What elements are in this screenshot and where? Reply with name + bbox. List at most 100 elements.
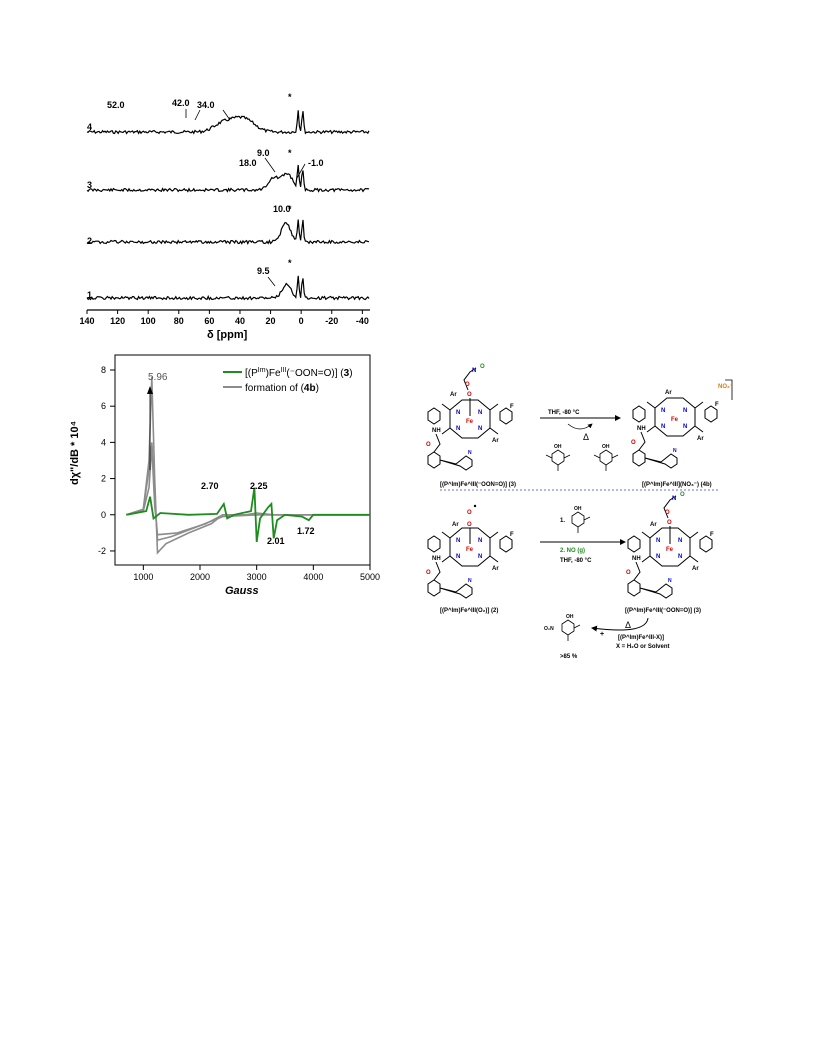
svg-text:OH: OH	[554, 444, 562, 450]
structure-compound-3: Fe N N N N O O N O Ar Ar F NH O N	[426, 364, 514, 471]
svg-text:Ar: Ar	[697, 436, 704, 442]
svg-text:F: F	[510, 404, 514, 410]
nitrophenol-product: OH O₂N	[544, 614, 581, 641]
star: *	[288, 92, 292, 102]
epr-y-tick-label: 2	[101, 474, 106, 484]
svg-text:O: O	[665, 510, 670, 516]
svg-text:N: N	[656, 538, 660, 544]
svg-text:*: *	[288, 258, 292, 268]
phenol-right: OH	[593, 444, 619, 471]
nmr-tick-label: 0	[299, 316, 304, 326]
label-compound-3-product: [(P^Im)Fe^III(⁻OON=O)] (3)	[625, 608, 701, 614]
nmr-trace-3: 3 9.0 18.0 -1.0 *	[86, 148, 370, 193]
svg-text:N: N	[678, 554, 682, 560]
g-value-2.01: 2.01	[267, 536, 285, 546]
svg-text:Fe: Fe	[671, 417, 679, 423]
svg-text:O: O	[626, 570, 631, 576]
step-2: 2. NO (g)	[560, 548, 585, 554]
g-value-2.25: 2.25	[250, 481, 268, 491]
svg-text:N: N	[478, 426, 482, 432]
svg-text:O: O	[480, 364, 485, 370]
label-compound-2: [(P^Im)Fe^III(O₂)] (2)	[440, 608, 498, 614]
svg-text:O₂N: O₂N	[544, 626, 554, 632]
svg-text:9.5: 9.5	[257, 266, 270, 276]
svg-text:N: N	[683, 424, 687, 430]
yield: >85 %	[560, 654, 578, 660]
nmr-tick-label: 20	[266, 316, 276, 326]
svg-text:F: F	[510, 532, 514, 538]
epr-y-tick-label: 8	[101, 365, 106, 375]
svg-text:N: N	[661, 408, 665, 414]
svg-text:O: O	[426, 570, 431, 576]
svg-text:2: 2	[87, 236, 92, 246]
delta-bottom: Δ	[625, 620, 631, 630]
svg-text:F: F	[715, 402, 719, 408]
svg-text:formation of (4b): formation of (4b)	[245, 383, 319, 394]
svg-text:O: O	[631, 440, 636, 446]
svg-text:Fe: Fe	[466, 419, 474, 425]
nmr-tick-label: 60	[204, 316, 214, 326]
delta-top: Δ	[583, 432, 589, 442]
product-label: [(P^Im)Fe^III-X)]	[618, 635, 664, 641]
epr-x-axis-label: Gauss	[225, 585, 259, 597]
label-compound-4b: [(P^Im)Fe^III](NO₃⁻) (4b)	[642, 482, 712, 488]
svg-text:N: N	[656, 554, 660, 560]
svg-text:OH: OH	[602, 444, 610, 450]
epr-x-tick-label: 2000	[190, 572, 210, 582]
svg-text:OH: OH	[566, 614, 574, 620]
structure-compound-2: Fe N N N N O O Ar Ar F NH O N	[426, 504, 514, 599]
svg-text:F: F	[710, 532, 714, 538]
svg-text:Ar: Ar	[450, 392, 457, 398]
epr-y-tick-label: 0	[101, 510, 106, 520]
svg-text:Ar: Ar	[665, 390, 672, 396]
epr-legend: [(PIm)FeIII(⁻OON=O)] (3) formation of (4…	[223, 367, 353, 394]
svg-text:N: N	[468, 578, 472, 584]
svg-text:NH: NH	[432, 428, 441, 434]
phenol-left: OH	[545, 444, 571, 471]
svg-text:[(PIm)FeIII(⁻OON=O)] (3): [(PIm)FeIII(⁻OON=O)] (3)	[245, 367, 353, 379]
nmr-tick-label: 40	[235, 316, 245, 326]
epr-x-tick-label: 1000	[133, 572, 153, 582]
nmr-tick-label: 100	[141, 316, 156, 326]
trace-label: 4	[87, 122, 92, 132]
structure-compound-4b: Fe N N N N Ar Ar F NH O N	[631, 390, 719, 469]
svg-text:O: O	[667, 520, 672, 526]
svg-text:N: N	[472, 368, 476, 374]
svg-text:N: N	[672, 496, 676, 502]
x-definition: X = H₂O or Solvent	[616, 644, 670, 650]
svg-text:N: N	[468, 450, 472, 456]
svg-text:NH: NH	[432, 556, 441, 562]
svg-text:O: O	[467, 522, 472, 528]
svg-text:1.: 1.	[560, 518, 565, 524]
svg-text:O: O	[467, 510, 472, 516]
nmr-tick-label: -20	[325, 316, 338, 326]
svg-text:Fe: Fe	[666, 547, 674, 553]
nmr-tick-label: 120	[110, 316, 125, 326]
svg-text:*: *	[288, 204, 292, 214]
counter-ion: NO₃⁻	[718, 384, 733, 390]
svg-text:N: N	[478, 410, 482, 416]
svg-text:OH: OH	[574, 506, 582, 512]
svg-text:O: O	[467, 392, 472, 398]
label-compound-3: [(P^Im)Fe^III(⁻OON=O)] (3)	[440, 482, 516, 488]
nmr-tick-label: 80	[174, 316, 184, 326]
epr-y-tick-label: 4	[101, 437, 106, 447]
svg-text:*: *	[288, 148, 292, 158]
svg-text:18.0: 18.0	[239, 158, 257, 168]
svg-text:O: O	[680, 492, 685, 498]
peak-label: 52.0	[107, 100, 125, 110]
svg-text:Ar: Ar	[650, 522, 657, 528]
g-value-1.72: 1.72	[297, 526, 315, 536]
svg-text:O: O	[426, 442, 431, 448]
svg-text:10.0: 10.0	[273, 204, 291, 214]
nmr-x-axis-label: δ [ppm]	[207, 329, 248, 341]
svg-text:N: N	[661, 424, 665, 430]
nmr-figure: 4 52.0 42.0 34.0 * 3 9.0 18.0 -1.0 * 2 1…	[79, 92, 370, 341]
svg-text:Ar: Ar	[492, 566, 499, 572]
g-value-2.70: 2.70	[201, 481, 219, 491]
svg-text:NH: NH	[632, 556, 641, 562]
svg-text:9.0: 9.0	[257, 148, 270, 158]
epr-y-tick-label: 6	[101, 401, 106, 411]
svg-text:Ar: Ar	[452, 522, 459, 528]
